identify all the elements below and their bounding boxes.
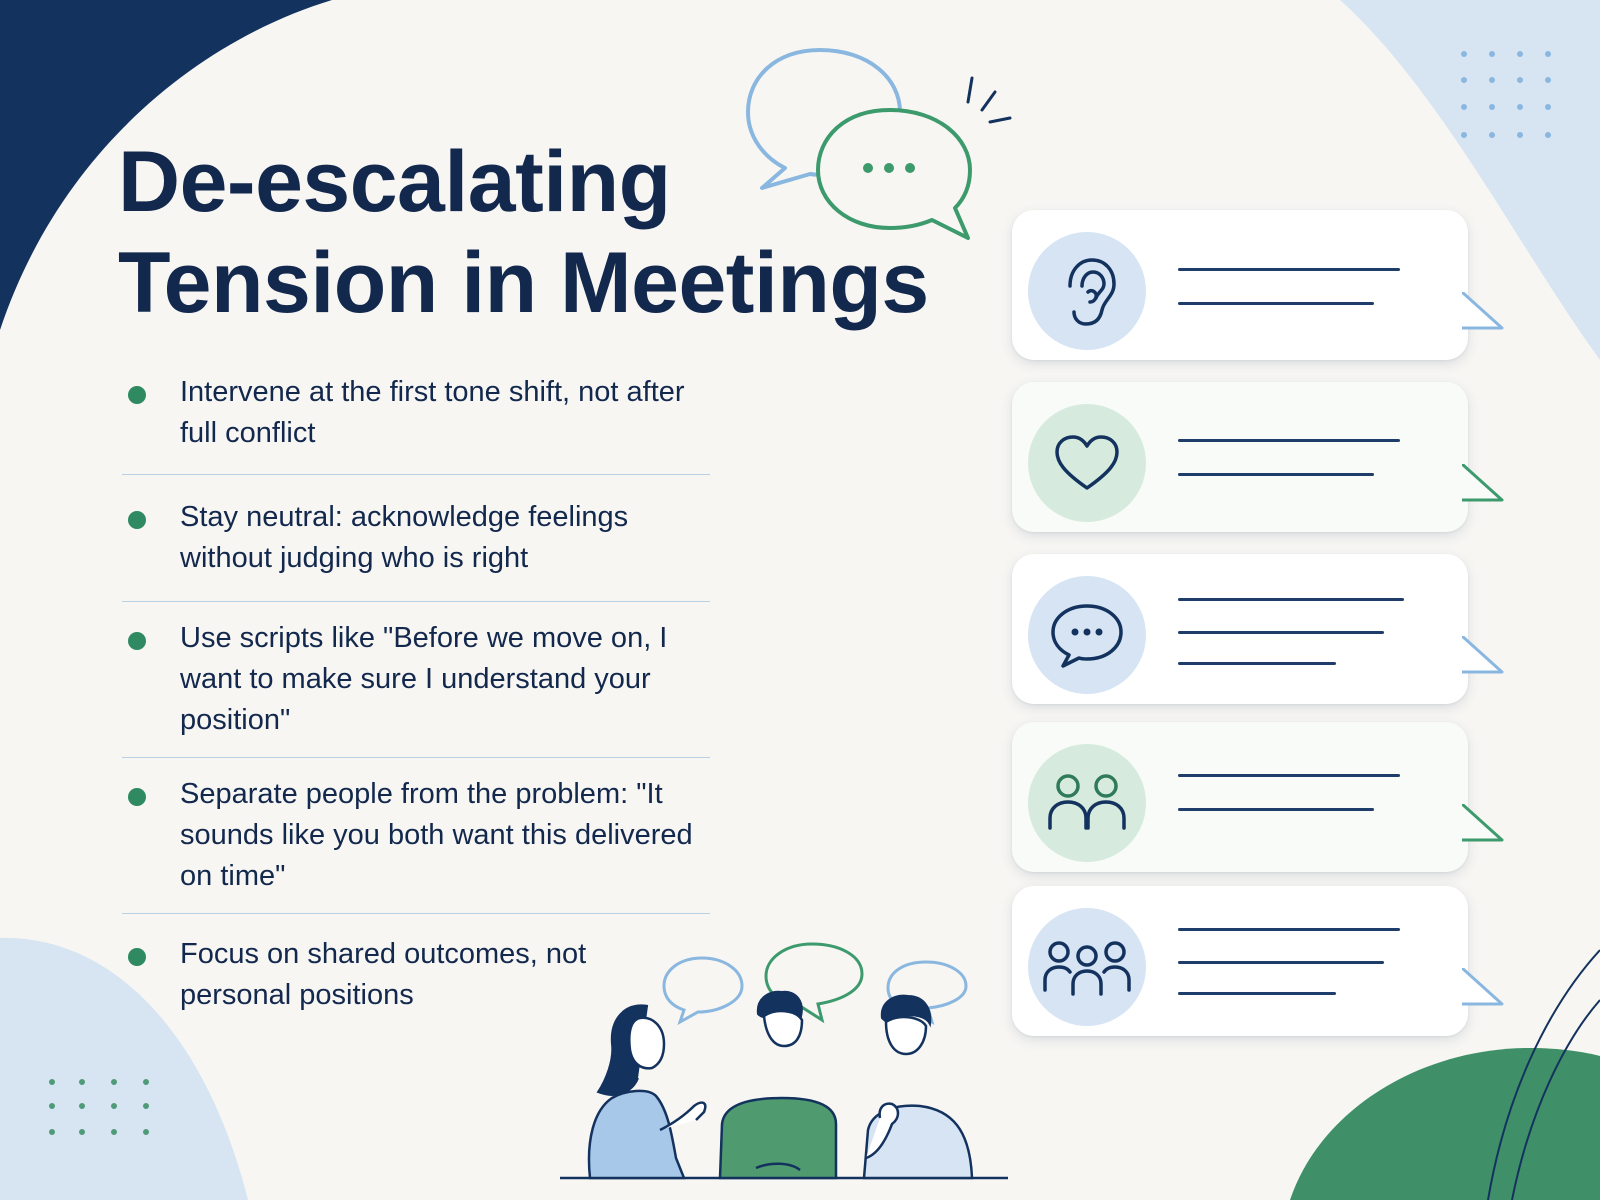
card-separate bbox=[1012, 722, 1504, 872]
card-tail bbox=[1462, 636, 1504, 674]
heart-icon bbox=[1055, 435, 1119, 490]
placeholder-line bbox=[1178, 808, 1374, 811]
card-icon-circle bbox=[1028, 744, 1146, 862]
card-scripts bbox=[1012, 554, 1504, 704]
placeholder-line bbox=[1178, 302, 1374, 305]
placeholder-line bbox=[1178, 774, 1400, 777]
tips-list: Intervene at the first tone shift, not a… bbox=[122, 372, 710, 1016]
card-icon-circle bbox=[1028, 908, 1146, 1026]
title-line-2: Tension in Meetings bbox=[118, 235, 929, 331]
card-tail bbox=[1462, 464, 1504, 502]
list-item-text: Separate people from the problem: "It so… bbox=[180, 778, 693, 892]
title-line-1: De-escalating bbox=[118, 134, 671, 230]
list-item: Focus on shared outcomes, not personal p… bbox=[122, 914, 710, 1016]
list-item: Intervene at the first tone shift, not a… bbox=[122, 372, 710, 474]
divider bbox=[122, 913, 710, 914]
bullet-dot bbox=[128, 386, 146, 404]
placeholder-line bbox=[1178, 928, 1400, 931]
card-icon-circle bbox=[1028, 404, 1146, 522]
card-shared-outcomes bbox=[1012, 886, 1504, 1036]
chat-bubble-icon bbox=[1051, 604, 1123, 668]
card-listen bbox=[1012, 210, 1504, 360]
placeholder-line bbox=[1178, 473, 1374, 476]
bullet-dot bbox=[128, 948, 146, 966]
placeholder-line bbox=[1178, 439, 1400, 442]
card-tail bbox=[1462, 968, 1504, 1006]
two-people-icon bbox=[1048, 774, 1126, 830]
placeholder-line bbox=[1178, 598, 1404, 601]
placeholder-line bbox=[1178, 961, 1384, 964]
page-title: De-escalating Tension in Meetings bbox=[118, 132, 929, 334]
divider bbox=[122, 601, 710, 602]
card-empathy bbox=[1012, 382, 1504, 532]
list-item: Stay neutral: acknowledge feelings witho… bbox=[122, 475, 710, 601]
card-icon-circle bbox=[1028, 576, 1146, 694]
bullet-dot bbox=[128, 788, 146, 806]
list-item: Separate people from the problem: "It so… bbox=[122, 758, 710, 913]
bullet-dot bbox=[128, 511, 146, 529]
divider bbox=[122, 474, 710, 475]
list-item: Use scripts like "Before we move on, I w… bbox=[122, 602, 710, 757]
list-item-text: Use scripts like "Before we move on, I w… bbox=[180, 622, 668, 736]
list-item-text: Stay neutral: acknowledge feelings witho… bbox=[180, 501, 629, 574]
bullet-dot bbox=[128, 632, 146, 650]
placeholder-line bbox=[1178, 992, 1336, 995]
list-item-text: Intervene at the first tone shift, not a… bbox=[180, 376, 685, 449]
placeholder-line bbox=[1178, 662, 1336, 665]
group-icon bbox=[1043, 941, 1131, 996]
list-item-text: Focus on shared outcomes, not personal p… bbox=[180, 938, 587, 1011]
divider bbox=[122, 757, 710, 758]
placeholder-line bbox=[1178, 631, 1384, 634]
card-tail bbox=[1462, 292, 1504, 330]
placeholder-line bbox=[1178, 268, 1400, 271]
card-icon-circle bbox=[1028, 232, 1146, 350]
ear-icon bbox=[1068, 258, 1116, 326]
card-tail bbox=[1462, 804, 1504, 842]
